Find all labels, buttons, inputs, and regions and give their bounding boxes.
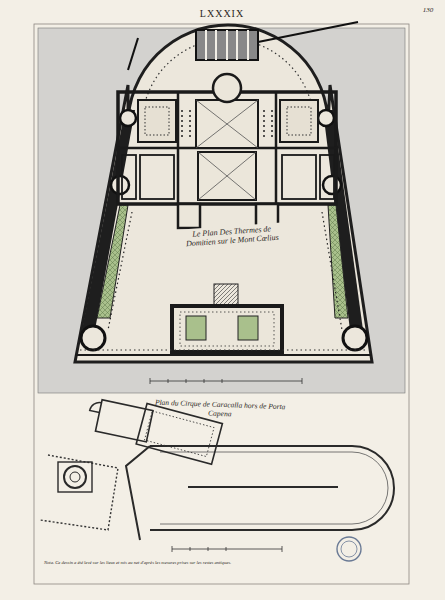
folio-number: 130 xyxy=(415,6,441,14)
footnote: Nota. Ce dessin a été levé sur les lieux… xyxy=(44,560,274,565)
plan-title: Plan du Cirque de Caracalla hors de Port… xyxy=(145,398,296,420)
plate-number: LXXXIX xyxy=(182,8,262,20)
